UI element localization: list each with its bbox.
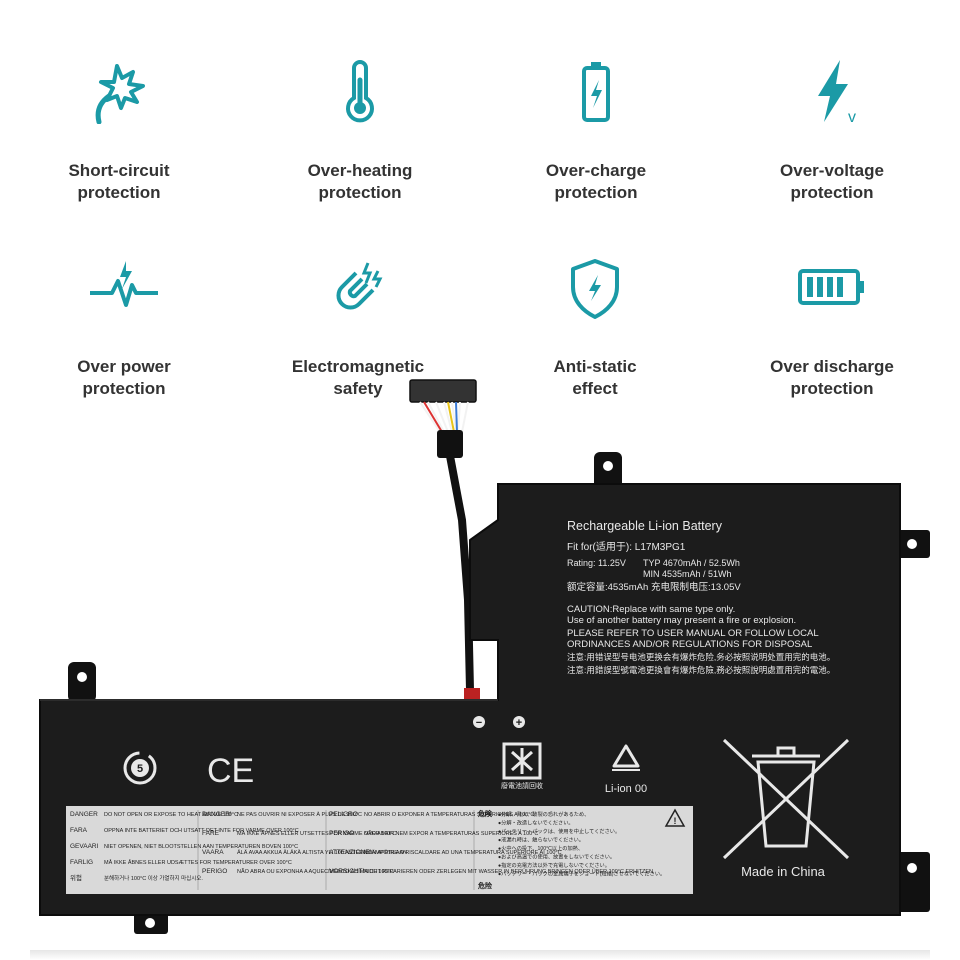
warning-key: FARA bbox=[70, 827, 88, 834]
made-in-china: Made in China bbox=[741, 864, 826, 879]
warning-text: MÅ IKKE ÅPNES ELLER UTSETTES FOR VARME O… bbox=[237, 830, 397, 837]
warning-jp-line: ●火中への投下、100°C以上の加熱、 bbox=[498, 844, 583, 852]
caution-line-2: Use of another battery may present a fir… bbox=[567, 615, 796, 626]
warning-text: OPPNA INTE BATTERIET OCH UTSATT DET INTE… bbox=[104, 828, 299, 834]
caution-line-3: PLEASE REFER TO USER MANUAL OR FOLLOW LO… bbox=[567, 628, 819, 639]
warning-text: NICHT REPARIEREN ODER ZERLEGEN MIT WASSE… bbox=[364, 868, 653, 875]
warning-text: NÃO ABRA OU EXPONHA A AQUECIMENTO ACIMA … bbox=[237, 868, 394, 875]
minus-sign: − bbox=[476, 717, 482, 729]
svg-text:5: 5 bbox=[137, 763, 143, 775]
warning-column-4: 危険●分解、発火、破裂の恐れがあるため、●分解・改造しないでください。●バッテリ… bbox=[477, 809, 665, 890]
battery-level-icon bbox=[798, 269, 864, 305]
magnet-icon bbox=[336, 262, 383, 310]
warning-key: PELIGRO bbox=[329, 811, 358, 818]
power-pulse-icon bbox=[90, 261, 158, 307]
plus-terminal-icon bbox=[513, 716, 525, 728]
battery-rated-cn: 额定容量:4535mAh 充电限制电压:13.05V bbox=[567, 581, 741, 593]
svg-text:!: ! bbox=[674, 816, 677, 826]
plus-sign: + bbox=[516, 717, 522, 729]
warning-key: 위험 bbox=[70, 874, 82, 882]
cn-note-1: 注意:用错误型号电池更换会有爆炸危险,务必按照说明处置用完的电池。 bbox=[567, 652, 835, 662]
warning-text: ÄLÄ AVAA AKKUA ÄLÄKÄ ALTISTA YLI 100 AST… bbox=[237, 849, 407, 856]
warning-key: FARLIG bbox=[70, 859, 93, 866]
battery-rating: Rating: 11.25V bbox=[567, 558, 626, 568]
caution-line-1: CAUTION:Replace with same type only. bbox=[567, 604, 735, 615]
warning-jp-line: ●バッテリー・パックの金属端子をショート(短絡)させないでください。 bbox=[498, 870, 665, 878]
recycle-taiwan-icon: 廢電池請回收 bbox=[501, 742, 543, 790]
crossed-bin-icon bbox=[722, 738, 850, 860]
spark-burst-icon bbox=[95, 64, 145, 124]
minus-terminal-icon bbox=[473, 716, 485, 728]
warning-text: DO NOT OPEN OR EXPOSE TO HEAT ABOVE 100°… bbox=[104, 812, 238, 818]
warning-cn-title: 危险 bbox=[477, 881, 493, 890]
warning-jp-line: ●分解、発火、破裂の恐れがあるため、 bbox=[498, 810, 589, 818]
warning-text: MÅ IKKE ÅBNES ELLER UDSÆTTES FOR TEMPERA… bbox=[104, 859, 292, 866]
svg-text:v: v bbox=[848, 109, 856, 124]
warning-column-3: PELIGRO NO ABRIR O EXPONER A TEMPERATURAS… bbox=[329, 811, 653, 875]
battery-fit-for: Fit for(适用于): L17M3PG1 bbox=[567, 541, 686, 553]
warning-jp-line: ●分解・改造しないでください。 bbox=[498, 819, 574, 827]
warning-text: NO ABRIR O EXPONER A TEMPERATURAS SUPERI… bbox=[364, 812, 534, 818]
cn-note-2: 注意:用錯誤型號電池更換會有爆炸危險,務必按照說明處置用完的電池。 bbox=[567, 665, 835, 675]
warning-key: VAARA bbox=[202, 849, 224, 856]
battery-charge-icon bbox=[582, 62, 610, 122]
ce-mark-icon: CE bbox=[207, 752, 254, 790]
warning-text: NE PAS OUVRIR NI EXPOSER À PLUS DE 100°C bbox=[237, 811, 362, 818]
warning-jp-line: ●指定の充電方法以外で充電しないでください。 bbox=[498, 861, 610, 869]
warning-key: ATTENZIONE! bbox=[329, 849, 372, 856]
warning-jp-line: ●液漏れ時は、触らないでください。 bbox=[498, 836, 584, 844]
warning-key: PERIGO bbox=[202, 868, 227, 875]
warning-key: DANGER! bbox=[202, 811, 232, 818]
warning-panel bbox=[66, 806, 693, 894]
warning-text: NON APRIRE O RISCALDARE AD UNA TEMPERATU… bbox=[364, 850, 562, 856]
lightning-volt-icon: v bbox=[818, 60, 856, 124]
warning-text: NÃO ABRIR NEM EXPOR A TEMPERATURAS SUPER… bbox=[364, 830, 538, 837]
warning-column-2: DANGER! NE PAS OUVRIR NI EXPOSER À PLUS D… bbox=[202, 811, 407, 875]
epa-period-icon: 5 bbox=[123, 751, 157, 785]
warning-jp-line: ●および高温での使用、放置をしないでください。 bbox=[498, 853, 615, 861]
warning-key: PERIGO bbox=[329, 830, 354, 837]
caution-line-4: ORDINANCES AND/OR REGULATIONS FOR DISPOS… bbox=[567, 639, 812, 650]
warning-triangle-icon: ! bbox=[664, 808, 686, 827]
thermometer-icon bbox=[346, 60, 374, 123]
svg-text:廢電池請回收: 廢電池請回收 bbox=[501, 781, 543, 790]
warning-key: GEVAARI bbox=[70, 843, 99, 850]
warning-text: 분해하거나 100°C 이상 가열하지 마십시오. bbox=[104, 874, 203, 882]
floor-shadow bbox=[30, 950, 930, 960]
warning-jp-title: 危険 bbox=[477, 809, 493, 818]
battery-typ: TYP 4670mAh / 52.5Wh bbox=[643, 558, 740, 568]
warning-key: VORSICHT! bbox=[329, 868, 365, 875]
warning-text: NIET OPENEN, NIET BLOOTSTELLEN AAN TEMPE… bbox=[104, 844, 298, 850]
warning-column-1: DANGER DO NOT OPEN OR EXPOSE TO HEAT ABOV… bbox=[70, 811, 299, 882]
warning-key: DANGER bbox=[70, 811, 98, 818]
warning-jp-line: ●バッテリー・パックは、使用を中止してください。 bbox=[498, 827, 620, 835]
battery-min: MIN 4535mAh / 51Wh bbox=[643, 569, 732, 579]
warning-key: FARE bbox=[202, 830, 220, 837]
battery-title: Rechargeable Li-ion Battery bbox=[567, 519, 723, 533]
battery-connector-cable bbox=[409, 379, 480, 700]
recycle-liion-icon: Li-ion 00 bbox=[605, 744, 647, 795]
svg-text:Li-ion 00: Li-ion 00 bbox=[605, 783, 647, 795]
shield-bolt-icon bbox=[571, 259, 619, 319]
mounting-tabs bbox=[68, 452, 930, 934]
